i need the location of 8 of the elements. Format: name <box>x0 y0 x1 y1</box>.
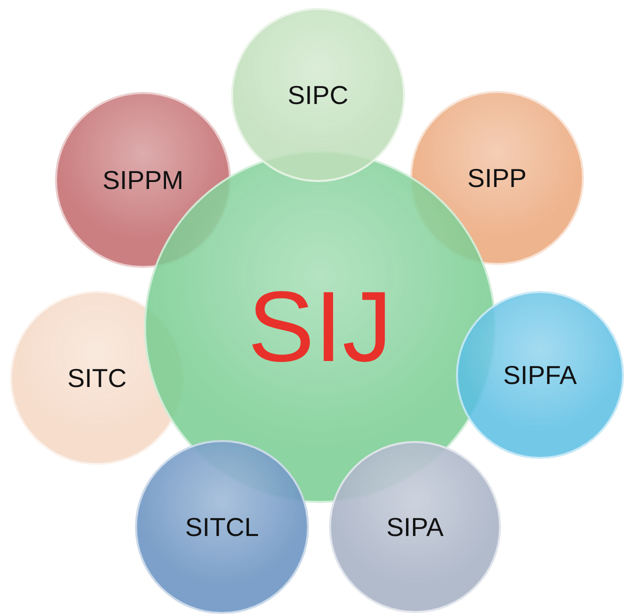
node-label: SIPPM <box>102 164 184 196</box>
node-label: SIJ <box>248 270 392 384</box>
node-label: SIPA <box>386 512 444 542</box>
node-label: SIPC <box>288 80 348 110</box>
node-label: SITC <box>67 362 127 394</box>
node-label: SIPP <box>467 162 527 194</box>
node-label: SITCL <box>185 512 259 542</box>
node-label: SIPFA <box>503 360 577 390</box>
